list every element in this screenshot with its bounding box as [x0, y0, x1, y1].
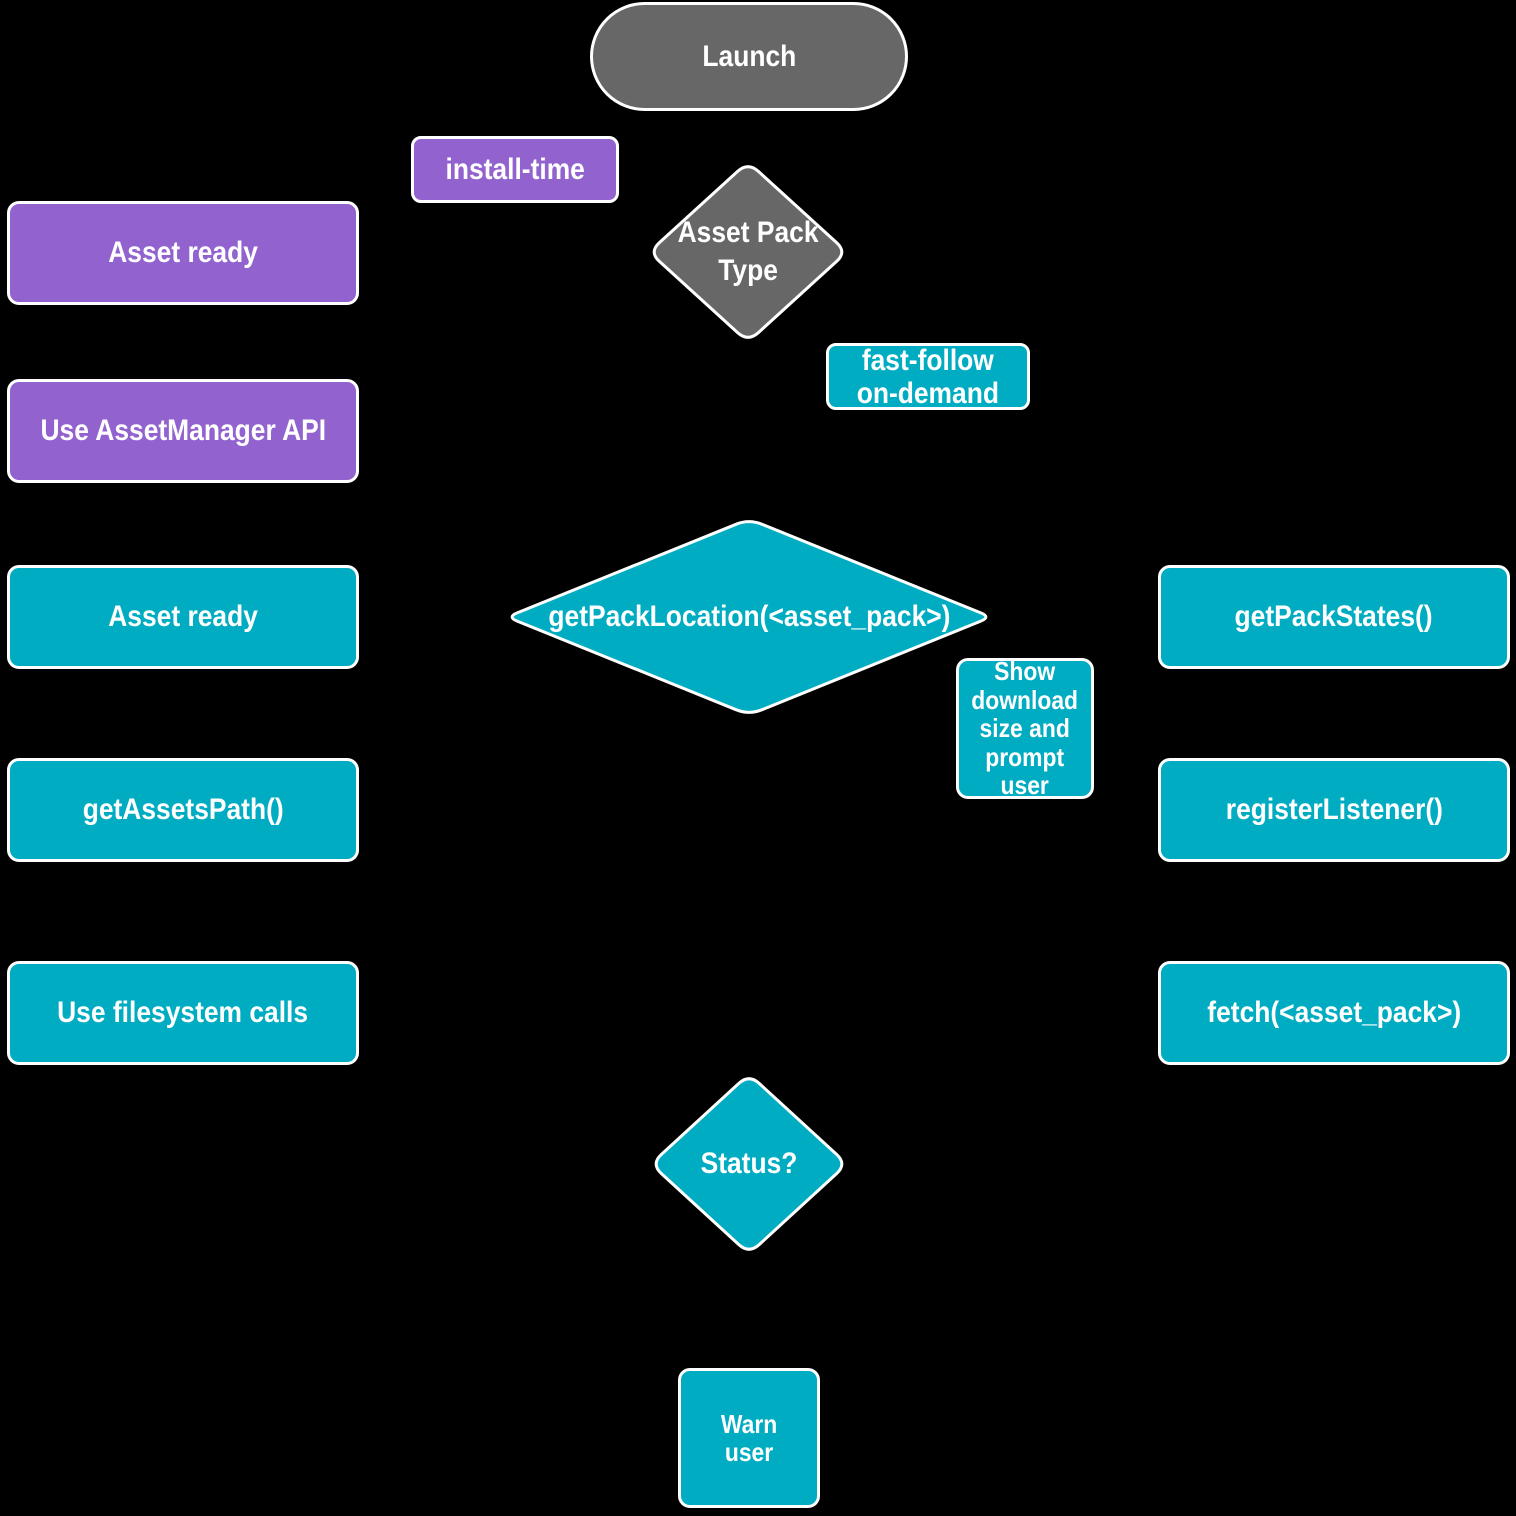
node-get-assets-path: getAssetsPath(): [7, 758, 359, 862]
node-fetch-asset-pack: fetch(<asset_pack>): [1158, 961, 1510, 1065]
node-register-listener: registerListener(): [1158, 758, 1510, 862]
node-use-assetmanager-api: Use AssetManager API: [7, 379, 359, 483]
node-fetch-asset-pack-label: fetch(<asset_pack>): [1207, 996, 1461, 1029]
node-get-pack-location: getPackLocation(<asset_pack>): [507, 519, 991, 715]
status-diamond-shape: [654, 1077, 844, 1251]
node-fast-follow-on-demand-label: fast-follow on-demand: [856, 343, 1000, 410]
node-asset-pack-type: Asset Pack Type: [649, 162, 847, 342]
node-register-listener-label: registerListener(): [1225, 793, 1443, 826]
node-asset-ready-install-time: Asset ready: [7, 201, 359, 305]
node-asset-ready-dynamic-label: Asset ready: [108, 600, 258, 633]
node-status-label: Status?: [700, 1147, 798, 1180]
node-use-filesystem-calls-label: Use filesystem calls: [57, 996, 309, 1029]
node-use-filesystem-calls: Use filesystem calls: [7, 961, 359, 1065]
node-show-download-size: Show download size and prompt user: [956, 656, 1094, 801]
node-status: Status?: [651, 1074, 847, 1254]
node-warn-user-label: Warn user: [720, 1408, 778, 1467]
node-asset-ready-install-time-label: Asset ready: [108, 236, 258, 269]
node-launch: Launch: [590, 2, 908, 111]
node-warn-user: Warn user: [678, 1368, 820, 1508]
node-get-pack-location-label: getPackLocation(<asset_pack>): [547, 600, 951, 633]
node-show-download-size-label: Show download size and prompt user: [971, 656, 1079, 801]
node-use-assetmanager-api-label: Use AssetManager API: [40, 414, 326, 447]
node-install-time: install-time: [411, 136, 619, 203]
node-fast-follow-on-demand: fast-follow on-demand: [826, 343, 1030, 410]
node-asset-pack-type-label: Asset Pack Type: [677, 216, 819, 287]
node-get-pack-states-label: getPackStates(): [1234, 600, 1434, 633]
node-install-time-label: install-time: [445, 152, 585, 186]
node-launch-label: Launch: [702, 39, 796, 73]
get-pack-location-diamond-shape: [510, 520, 988, 714]
node-get-assets-path-label: getAssetsPath(): [82, 793, 284, 826]
node-asset-ready-dynamic: Asset ready: [7, 565, 359, 669]
asset-pack-type-diamond-shape: [652, 165, 844, 339]
node-get-pack-states: getPackStates(): [1158, 565, 1510, 669]
